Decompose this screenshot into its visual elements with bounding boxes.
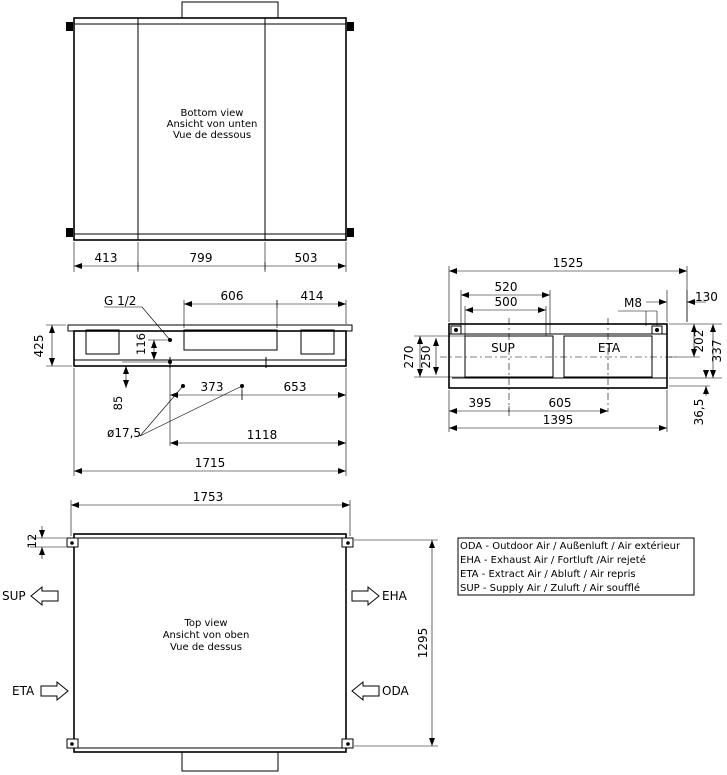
dim-1525: 1525 — [553, 256, 584, 270]
dim-202: 202 — [692, 330, 706, 353]
bottom-top-duct — [181, 1, 279, 19]
legend-oda: ODA - Outdoor Air / Außenluft / Air exté… — [460, 540, 681, 552]
front-right-panel — [300, 329, 335, 355]
dim-373: 373 — [201, 380, 224, 394]
front-duct — [183, 329, 278, 351]
bottom-view: Bottom view Ansicht von unten Vue de des… — [66, 1, 354, 272]
sup-arrow-icon — [30, 585, 59, 607]
bottom-body — [73, 17, 347, 241]
dim-520: 520 — [495, 280, 518, 294]
top-view: Top view Ansicht von oben Vue de dessus … — [2, 490, 438, 772]
dim-85: 85 — [111, 396, 125, 411]
dim-1118: 1118 — [247, 428, 278, 442]
dim-36-5: 36,5 — [692, 399, 706, 426]
dim-1295: 1295 — [416, 628, 430, 659]
side-eta-label: ETA — [598, 341, 621, 355]
dim-425: 425 — [32, 335, 46, 358]
side-body — [448, 323, 668, 389]
legend-eta: ETA - Extract Air / Abluft / Air repris — [460, 569, 636, 580]
legend-box — [457, 537, 695, 596]
front-drain-1 — [168, 360, 172, 364]
top-bottom-duct — [181, 751, 279, 772]
legend-sup: SUP - Supply Air / Zuluft / Air soufflé — [460, 582, 640, 594]
dim-606: 606 — [221, 289, 244, 303]
eha-arrow-icon — [351, 585, 380, 607]
dim-130: 130 — [695, 290, 718, 304]
top-view-label-fr: Vue de dessus — [170, 642, 242, 653]
dim-270: 270 — [402, 346, 416, 369]
port-oda: ODA — [382, 684, 409, 698]
eta-arrow-icon — [40, 680, 69, 702]
legend: ODA - Outdoor Air / Außenluft / Air exté… — [457, 537, 695, 596]
dim-1753: 1753 — [193, 490, 224, 504]
dim-116: 116 — [134, 333, 148, 355]
dim-413: 413 — [95, 251, 118, 265]
dim-g12: G 1/2 — [104, 294, 136, 308]
front-left-panel — [85, 329, 120, 355]
side-sup-label: SUP — [491, 341, 515, 355]
dim-1395: 1395 — [543, 413, 574, 427]
bottom-view-label-en: Bottom view — [181, 108, 244, 119]
port-eta: ETA — [12, 684, 35, 698]
dim-12: 12 — [25, 534, 39, 549]
bottom-view-label-de: Ansicht von unten — [167, 119, 258, 130]
dim-605: 605 — [549, 396, 572, 410]
dim-503: 503 — [295, 251, 318, 265]
port-sup: SUP — [2, 589, 26, 603]
legend-eha: EHA - Exhaust Air / Fortluft /Air rejeté — [460, 554, 646, 566]
oda-arrow-icon — [351, 680, 380, 702]
dim-799: 799 — [190, 251, 213, 265]
front-body — [73, 330, 347, 367]
dim-dia-17-5: ø17,5 — [107, 426, 141, 440]
bottom-view-label-fr: Vue de dessous — [173, 130, 251, 141]
top-view-label-de: Ansicht von oben — [163, 630, 250, 641]
side-view: SUP ETA 1525 520 500 M8 130 270 250 — [402, 256, 724, 432]
dim-414: 414 — [301, 289, 324, 303]
dim-500: 500 — [495, 295, 518, 309]
dim-653: 653 — [284, 380, 307, 394]
dim-1715: 1715 — [195, 456, 226, 470]
port-eha: EHA — [382, 589, 408, 603]
dim-m8: M8 — [624, 296, 642, 310]
top-view-label-en: Top view — [183, 618, 227, 629]
dim-395: 395 — [469, 396, 492, 410]
dim-337: 337 — [710, 340, 724, 363]
front-view: G 1/2 606 414 425 116 85 373 653 — [32, 289, 353, 476]
dim-250: 250 — [419, 346, 433, 369]
